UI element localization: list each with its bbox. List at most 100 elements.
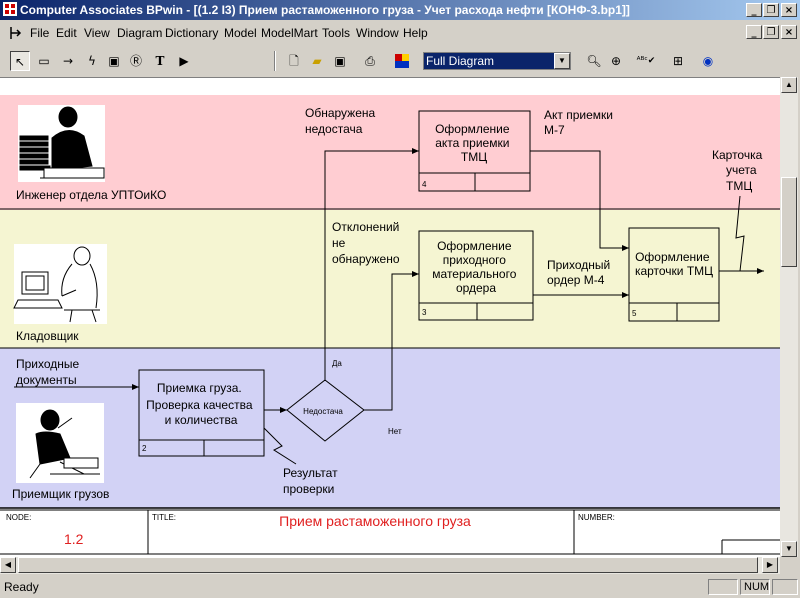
menu-window[interactable]: Window <box>356 26 399 40</box>
modelmart-icon[interactable]: ◉ <box>702 54 714 68</box>
label-card: Карточка учета ТМЦ <box>712 148 766 193</box>
color-icon[interactable] <box>392 51 412 71</box>
lane-label-receiver: Приемщик грузов <box>12 487 109 501</box>
open-folder-icon[interactable]: ▰ <box>312 54 322 68</box>
diagram-canvas[interactable]: Инженер отдела УПТОиКО Кладовщик Приемщи… <box>0 77 780 558</box>
status-panel-empty <box>708 579 738 595</box>
title-label: TITLE: <box>152 513 176 522</box>
mdi-close-button[interactable]: × <box>781 25 797 39</box>
menu-file[interactable]: File <box>30 26 50 40</box>
decision-diamond[interactable]: Недостача <box>286 379 365 442</box>
box-number-3: 3 <box>422 308 427 317</box>
menu-view[interactable]: View <box>84 26 110 40</box>
svg-text:Недостача: Недостача <box>303 407 343 416</box>
zoom-icon[interactable]: 🔍︎ <box>586 54 602 68</box>
document-icon <box>10 27 22 39</box>
text-tool-icon[interactable]: T <box>155 54 165 68</box>
box-number-2: 2 <box>142 444 147 453</box>
lane-receiver <box>0 348 780 508</box>
menu-dictionary[interactable]: Dictionary <box>165 26 219 40</box>
activity-box-3[interactable]: Оформление приходного материального орде… <box>418 230 534 321</box>
squiggle-result <box>263 427 297 465</box>
mdi-restore-button[interactable]: ❐ <box>763 25 779 39</box>
box-number-5: 5 <box>632 309 637 318</box>
menu-help[interactable]: Help <box>403 26 428 40</box>
new-file-icon[interactable]: 🗋 <box>289 54 299 68</box>
activity-box-4[interactable]: Оформление акта приемки ТМЦ 4 <box>418 110 531 192</box>
lane-label-engineer: Инженер отдела УПТОиКО <box>16 188 166 202</box>
menu-bar: File Edit View Diagram Dictionary Model … <box>0 21 800 45</box>
zoom-fit-icon[interactable]: ⊕ <box>610 54 622 68</box>
activity-box-2[interactable]: Приемка груза. Проверка качества и колич… <box>138 369 265 457</box>
pointer-tool-icon[interactable]: ↖ <box>10 51 30 71</box>
svg-text:Оформление приходного: Оформление приходного материального орде… <box>432 239 519 295</box>
node-label: NODE: <box>6 513 31 522</box>
menu-modelmart[interactable]: ModelMart <box>261 26 318 40</box>
arrow-act[interactable] <box>530 150 629 251</box>
label-act: Акт приемки М-7 <box>544 108 616 137</box>
engineer-figure <box>18 105 105 182</box>
horizontal-scroll-thumb[interactable] <box>18 557 758 573</box>
arrow-tool-icon[interactable]: → <box>62 54 74 68</box>
horizontal-scrollbar[interactable]: ◀ ▶ <box>0 557 780 574</box>
print-icon[interactable]: ⎙ <box>365 54 375 68</box>
decision-yes-label: Да <box>332 359 342 368</box>
diagram-frame <box>0 507 780 558</box>
menu-edit[interactable]: Edit <box>56 26 77 40</box>
squiggle-tool-icon[interactable]: ϟ <box>88 54 96 68</box>
menu-model[interactable]: Model <box>224 26 257 40</box>
status-text: Ready <box>4 580 39 594</box>
svg-text:Оформление карточки ТМ: Оформление карточки ТМЦ <box>635 250 713 278</box>
chevron-down-icon[interactable]: ▼ <box>554 53 570 69</box>
app-icon <box>3 2 17 16</box>
label-order: Приходный ордер М-4 <box>547 258 614 287</box>
mdi-minimize-button[interactable]: _ <box>746 25 762 39</box>
restore-button[interactable]: ❐ <box>763 3 779 17</box>
decision-no-label: Нет <box>388 427 402 436</box>
scroll-right-icon[interactable]: ▶ <box>762 557 778 573</box>
activity-box-5[interactable]: Оформление карточки ТМЦ 5 <box>628 227 720 322</box>
label-docs: Приходные документы <box>16 357 83 387</box>
box-number-4: 4 <box>422 180 427 189</box>
diagram-select-value: Full Diagram <box>426 54 495 68</box>
lane-label-storekeeper: Кладовщик <box>16 329 79 343</box>
arrow-no-to-box3[interactable] <box>364 271 419 411</box>
model-explorer-icon[interactable]: ⊞ <box>672 54 684 68</box>
vertical-scroll-thumb[interactable] <box>781 177 797 267</box>
scroll-down-icon[interactable]: ▼ <box>781 541 797 557</box>
menu-tools[interactable]: Tools <box>322 26 351 40</box>
label-result: Результат проверки <box>283 466 341 496</box>
scroll-left-icon[interactable]: ◀ <box>0 557 16 573</box>
svg-text:Приемка груза. Проверк: Приемка груза. Проверка качества и колич… <box>146 381 256 427</box>
scroll-up-icon[interactable]: ▲ <box>781 77 797 93</box>
title-value: Прием растаможенного груза <box>279 513 471 529</box>
minimize-button[interactable]: _ <box>746 3 762 17</box>
activity-box-tool-icon[interactable]: ▭ <box>38 54 50 68</box>
close-button[interactable]: × <box>781 3 797 17</box>
spell-check-icon[interactable]: ᴬᴮᶜ✔ <box>636 56 656 66</box>
diagram-select[interactable]: Full Diagram ▼ <box>423 52 571 70</box>
svg-text:Оформление акта приемк: Оформление акта приемки ТМЦ <box>435 122 513 164</box>
referent-tool-icon[interactable]: ▣ <box>108 54 120 68</box>
number-label: NUMBER: <box>578 513 615 522</box>
num-lock-indicator: NUM <box>740 579 770 595</box>
lane-engineer <box>0 95 780 210</box>
arrow-yes-to-box4[interactable] <box>324 148 419 380</box>
node-value: 1.2 <box>64 531 84 547</box>
status-bar: Ready NUM <box>0 577 800 598</box>
label-shortage-found: Обнаружена недостача <box>305 106 379 136</box>
receiver-figure <box>16 403 104 483</box>
storekeeper-figure <box>13 244 107 324</box>
lane-storekeeper <box>0 210 780 348</box>
window-title: Computer Associates BPwin - [(1.2 I3) Пр… <box>20 3 630 17</box>
diagram: Инженер отдела УПТОиКО Кладовщик Приемщи… <box>0 95 780 558</box>
rename-tool-icon[interactable]: Ⓡ <box>129 54 142 68</box>
go-to-child-icon[interactable]: ▶ <box>179 54 189 68</box>
scroll-corner <box>780 557 798 574</box>
squiggle-card <box>735 195 745 272</box>
save-icon[interactable]: ▣ <box>334 54 346 68</box>
label-no-deviation: Отклонений не обнаружено <box>332 220 403 266</box>
vertical-scrollbar[interactable]: ▲ ▼ <box>780 77 798 557</box>
menu-diagram[interactable]: Diagram <box>117 26 163 40</box>
status-panel-size-grip <box>772 579 798 595</box>
